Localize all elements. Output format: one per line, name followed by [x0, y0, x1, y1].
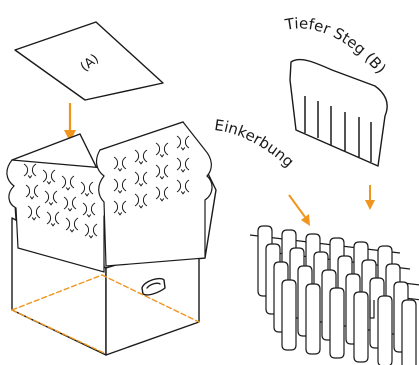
- divider-arrow-icon: [365, 185, 375, 210]
- grid-panel: [330, 288, 344, 358]
- grid-insert: [250, 226, 419, 365]
- divider-b: [290, 60, 387, 166]
- grid-panel: [402, 300, 416, 365]
- box-insert-right: [97, 122, 213, 266]
- grid-panel: [306, 284, 320, 354]
- notch-label: Einkerbung: [213, 116, 297, 171]
- grid-panel: [354, 292, 368, 362]
- notch-arrow-icon: [289, 195, 310, 226]
- grid-panel: [282, 280, 296, 350]
- sheet-a: (A): [15, 22, 163, 100]
- grid-panel: [378, 296, 392, 365]
